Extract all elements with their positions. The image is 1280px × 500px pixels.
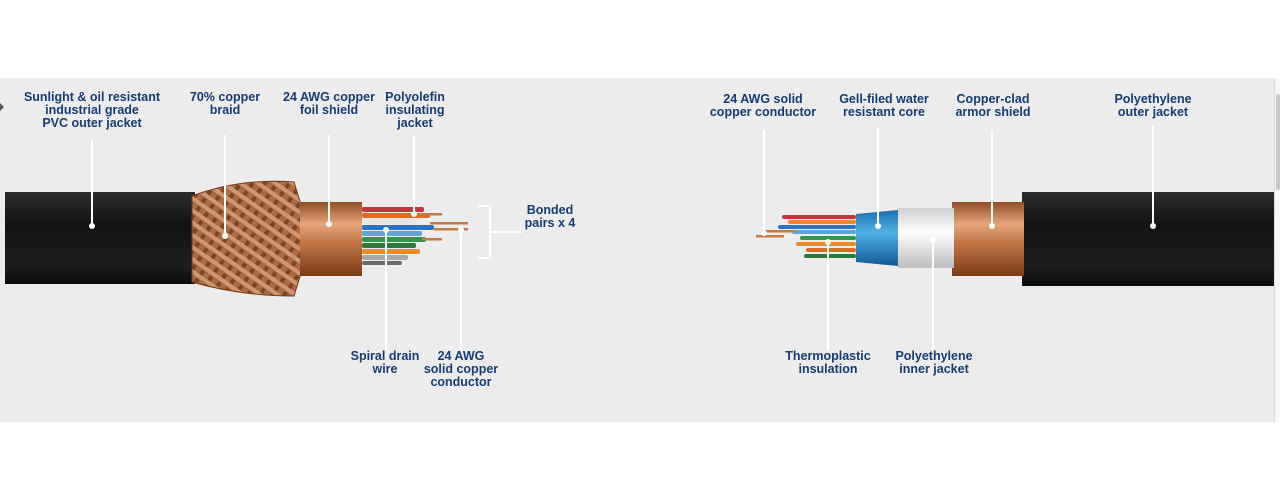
label-left-outer-jacket: Sunlight & oil resistant industrial grad… bbox=[23, 90, 161, 130]
label-left-conductor: 24 AWG solid copper conductor bbox=[423, 349, 499, 389]
label-right-outer-jacket: Polyethylene outer jacket bbox=[1114, 92, 1192, 119]
right-outer-jacket bbox=[1022, 192, 1274, 286]
label-thermoplastic-insulation: Thermoplastic insulation bbox=[785, 349, 871, 376]
label-right-conductor: 24 AWG solid copper conductor bbox=[709, 92, 817, 119]
left-outer-jacket bbox=[5, 192, 195, 284]
right-leader-lines bbox=[763, 126, 1154, 350]
scrollbar[interactable] bbox=[1274, 78, 1280, 422]
right-cable bbox=[756, 126, 1274, 350]
label-copper-braid: 70% copper braid bbox=[189, 90, 261, 117]
left-leader-dots bbox=[89, 211, 464, 239]
right-leader-dots bbox=[761, 223, 1156, 245]
scrollbar-thumb[interactable] bbox=[1276, 94, 1280, 190]
side-arrow-icon bbox=[0, 103, 4, 111]
right-inner-jacket bbox=[898, 208, 954, 268]
label-water-resistant-core: Gell-filed water resistant core bbox=[839, 92, 929, 119]
left-leader-lines bbox=[91, 135, 462, 350]
right-armor-shield bbox=[952, 202, 1024, 276]
label-bonded-pairs: Bonded pairs x 4 bbox=[524, 203, 576, 230]
left-foil-shield bbox=[300, 202, 362, 276]
right-conductor-wires bbox=[756, 215, 856, 258]
right-water-resistant-core bbox=[856, 210, 898, 266]
label-inner-jacket: Polyethylene inner jacket bbox=[895, 349, 973, 376]
label-foil-shield: 24 AWG copper foil shield bbox=[283, 90, 375, 117]
label-drain-wire: Spiral drain wire bbox=[350, 349, 420, 376]
label-insulating-jacket: Polyolefin insulating jacket bbox=[385, 90, 445, 130]
left-cable bbox=[5, 135, 522, 350]
label-armor-shield: Copper-clad armor shield bbox=[955, 92, 1031, 119]
bonded-pairs-bracket bbox=[478, 205, 522, 259]
